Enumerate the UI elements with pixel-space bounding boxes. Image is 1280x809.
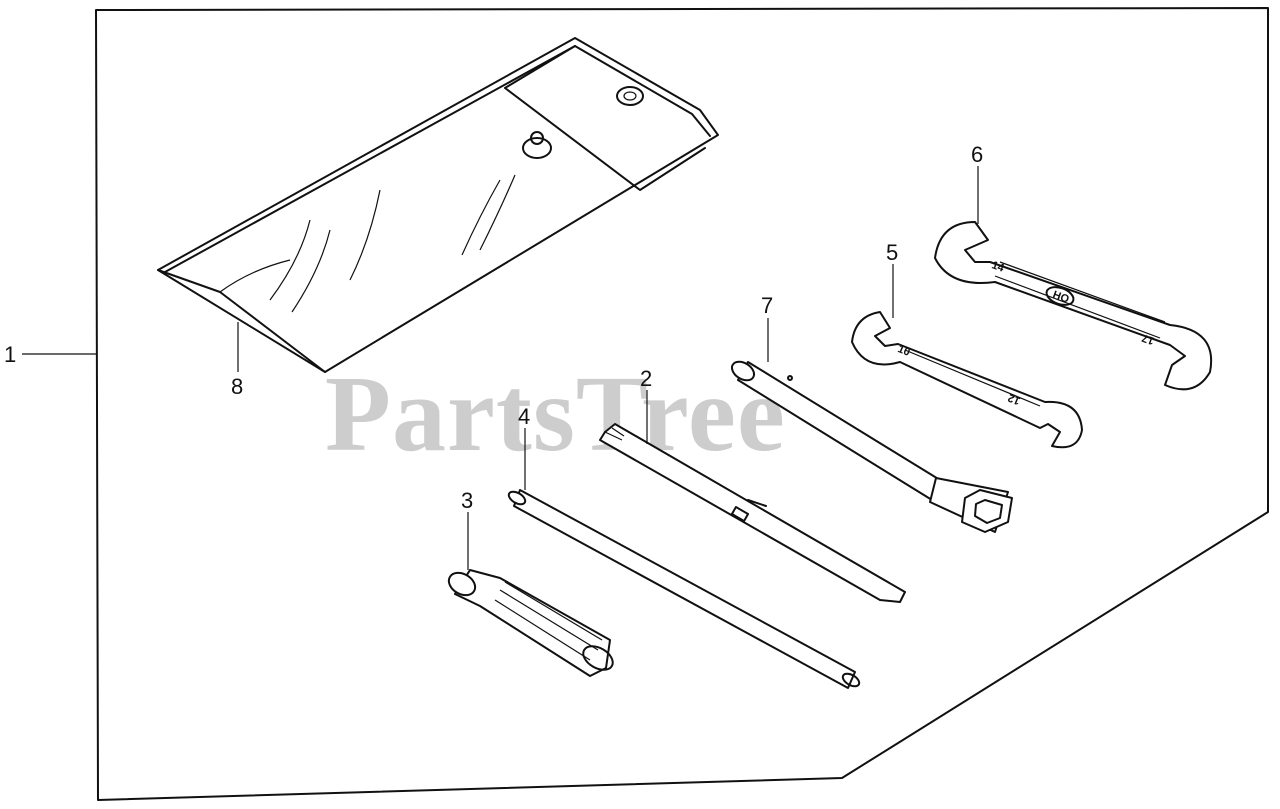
callout-7: 7 bbox=[761, 293, 773, 318]
callout-3: 3 bbox=[461, 488, 473, 513]
spark-plug-wrench[interactable] bbox=[729, 358, 1013, 533]
callout-5: 5 bbox=[886, 240, 898, 265]
screwdriver-blade[interactable] bbox=[599, 423, 906, 603]
callout-6: 6 bbox=[971, 142, 983, 167]
callout-8: 8 bbox=[231, 374, 243, 399]
watermark: PartsTree bbox=[325, 355, 786, 474]
wrench-6-stamp-mid: HO bbox=[1051, 289, 1071, 306]
wrench-5-stamp-top: 10 bbox=[896, 343, 912, 359]
bag-snap-stud bbox=[522, 137, 552, 159]
callout-2: 2 bbox=[640, 366, 652, 391]
wrench-10x12[interactable]: 10 12 bbox=[851, 311, 1083, 449]
tool-bag[interactable] bbox=[157, 37, 719, 373]
wrench-6-stamp-top: 14 bbox=[990, 259, 1006, 275]
callout-1: 1 bbox=[4, 342, 16, 367]
callout-4: 4 bbox=[518, 404, 530, 429]
wrench-14x17[interactable]: 14 HO 17 bbox=[934, 221, 1213, 391]
wrench-5-stamp-bottom: 12 bbox=[1006, 391, 1022, 407]
screwdriver-grip[interactable] bbox=[445, 568, 617, 677]
kit-frame bbox=[95, 7, 1269, 801]
wrench-6-stamp-bottom: 17 bbox=[1140, 331, 1156, 346]
extension-rod[interactable] bbox=[507, 489, 862, 689]
callout-leaders bbox=[22, 166, 979, 570]
bag-snap-socket bbox=[616, 86, 644, 106]
